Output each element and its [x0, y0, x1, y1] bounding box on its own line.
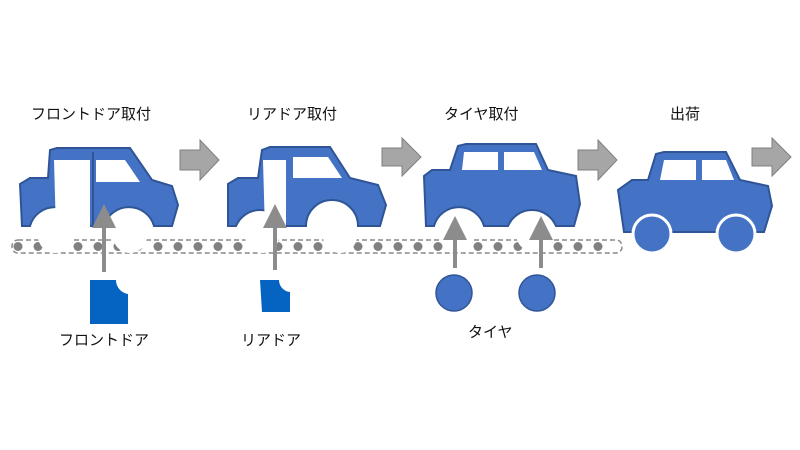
part-label-front-door: フロントドア	[59, 331, 150, 349]
conveyor-roller-icon	[573, 242, 583, 251]
car-tire-station	[422, 143, 582, 252]
station-title-rear-door: リアドア取付	[247, 105, 338, 123]
conveyor-roller-icon	[393, 242, 403, 251]
conveyor-rollers	[13, 242, 603, 251]
conveyor-roller-icon	[593, 242, 603, 251]
conveyor-roller-icon	[293, 242, 303, 251]
conveyor-roller-icon	[233, 242, 243, 251]
feed-arrows	[92, 204, 553, 272]
station-title-tires: タイヤ取付	[444, 105, 519, 123]
conveyor-roller-icon	[13, 242, 23, 251]
conveyor-roller-icon	[493, 242, 503, 251]
conveyor-roller-icon	[93, 242, 103, 251]
station-title-shipping: 出荷	[670, 105, 701, 123]
tire-icon	[715, 213, 757, 255]
arrow-right-icon	[381, 136, 422, 178]
arrow-right-icon	[751, 136, 792, 178]
arrow-right-icon	[179, 138, 220, 182]
conveyor-roller-icon	[473, 242, 483, 251]
conveyor-roller-icon	[413, 242, 423, 251]
rear-window	[96, 160, 140, 182]
conveyor-roller-icon	[433, 242, 443, 251]
car-finished	[616, 151, 774, 255]
part-label-rear-door: リアドア	[241, 331, 302, 349]
conveyor-roller-icon	[313, 242, 323, 251]
window-rear	[702, 160, 734, 180]
wheel-well-icon	[516, 216, 552, 252]
conveyor-roller-icon	[153, 242, 163, 251]
tire-part-icon	[435, 274, 473, 312]
conveyor-roller-icon	[373, 242, 383, 251]
car-rear-door-station	[227, 146, 388, 253]
car-front-door-station	[18, 147, 180, 253]
conveyor-roller-icon	[173, 242, 183, 251]
rear-door-part-icon	[260, 280, 290, 312]
front-door-part-icon	[90, 280, 128, 324]
window-front	[660, 160, 696, 180]
conveyor-roller-icon	[553, 242, 563, 251]
arrow-right-icon	[577, 138, 618, 182]
window-front	[462, 152, 498, 170]
wheel-well-icon	[38, 219, 72, 253]
conveyor-roller-icon	[213, 242, 223, 251]
tire-icon	[631, 213, 673, 255]
window-rear	[504, 152, 542, 170]
conveyor-roller-icon	[73, 242, 83, 251]
conveyor-roller-icon	[353, 242, 363, 251]
wheel-well-icon	[323, 219, 357, 253]
tire-part-icon	[518, 274, 556, 312]
conveyor-roller-icon	[193, 242, 203, 251]
wheel-well-icon	[113, 219, 147, 253]
front-window	[293, 157, 342, 178]
station-title-front-door: フロントドア取付	[31, 105, 152, 123]
part-label-tire: タイヤ	[468, 323, 513, 341]
front-door-opening	[54, 160, 90, 232]
process-arrows	[179, 136, 792, 182]
